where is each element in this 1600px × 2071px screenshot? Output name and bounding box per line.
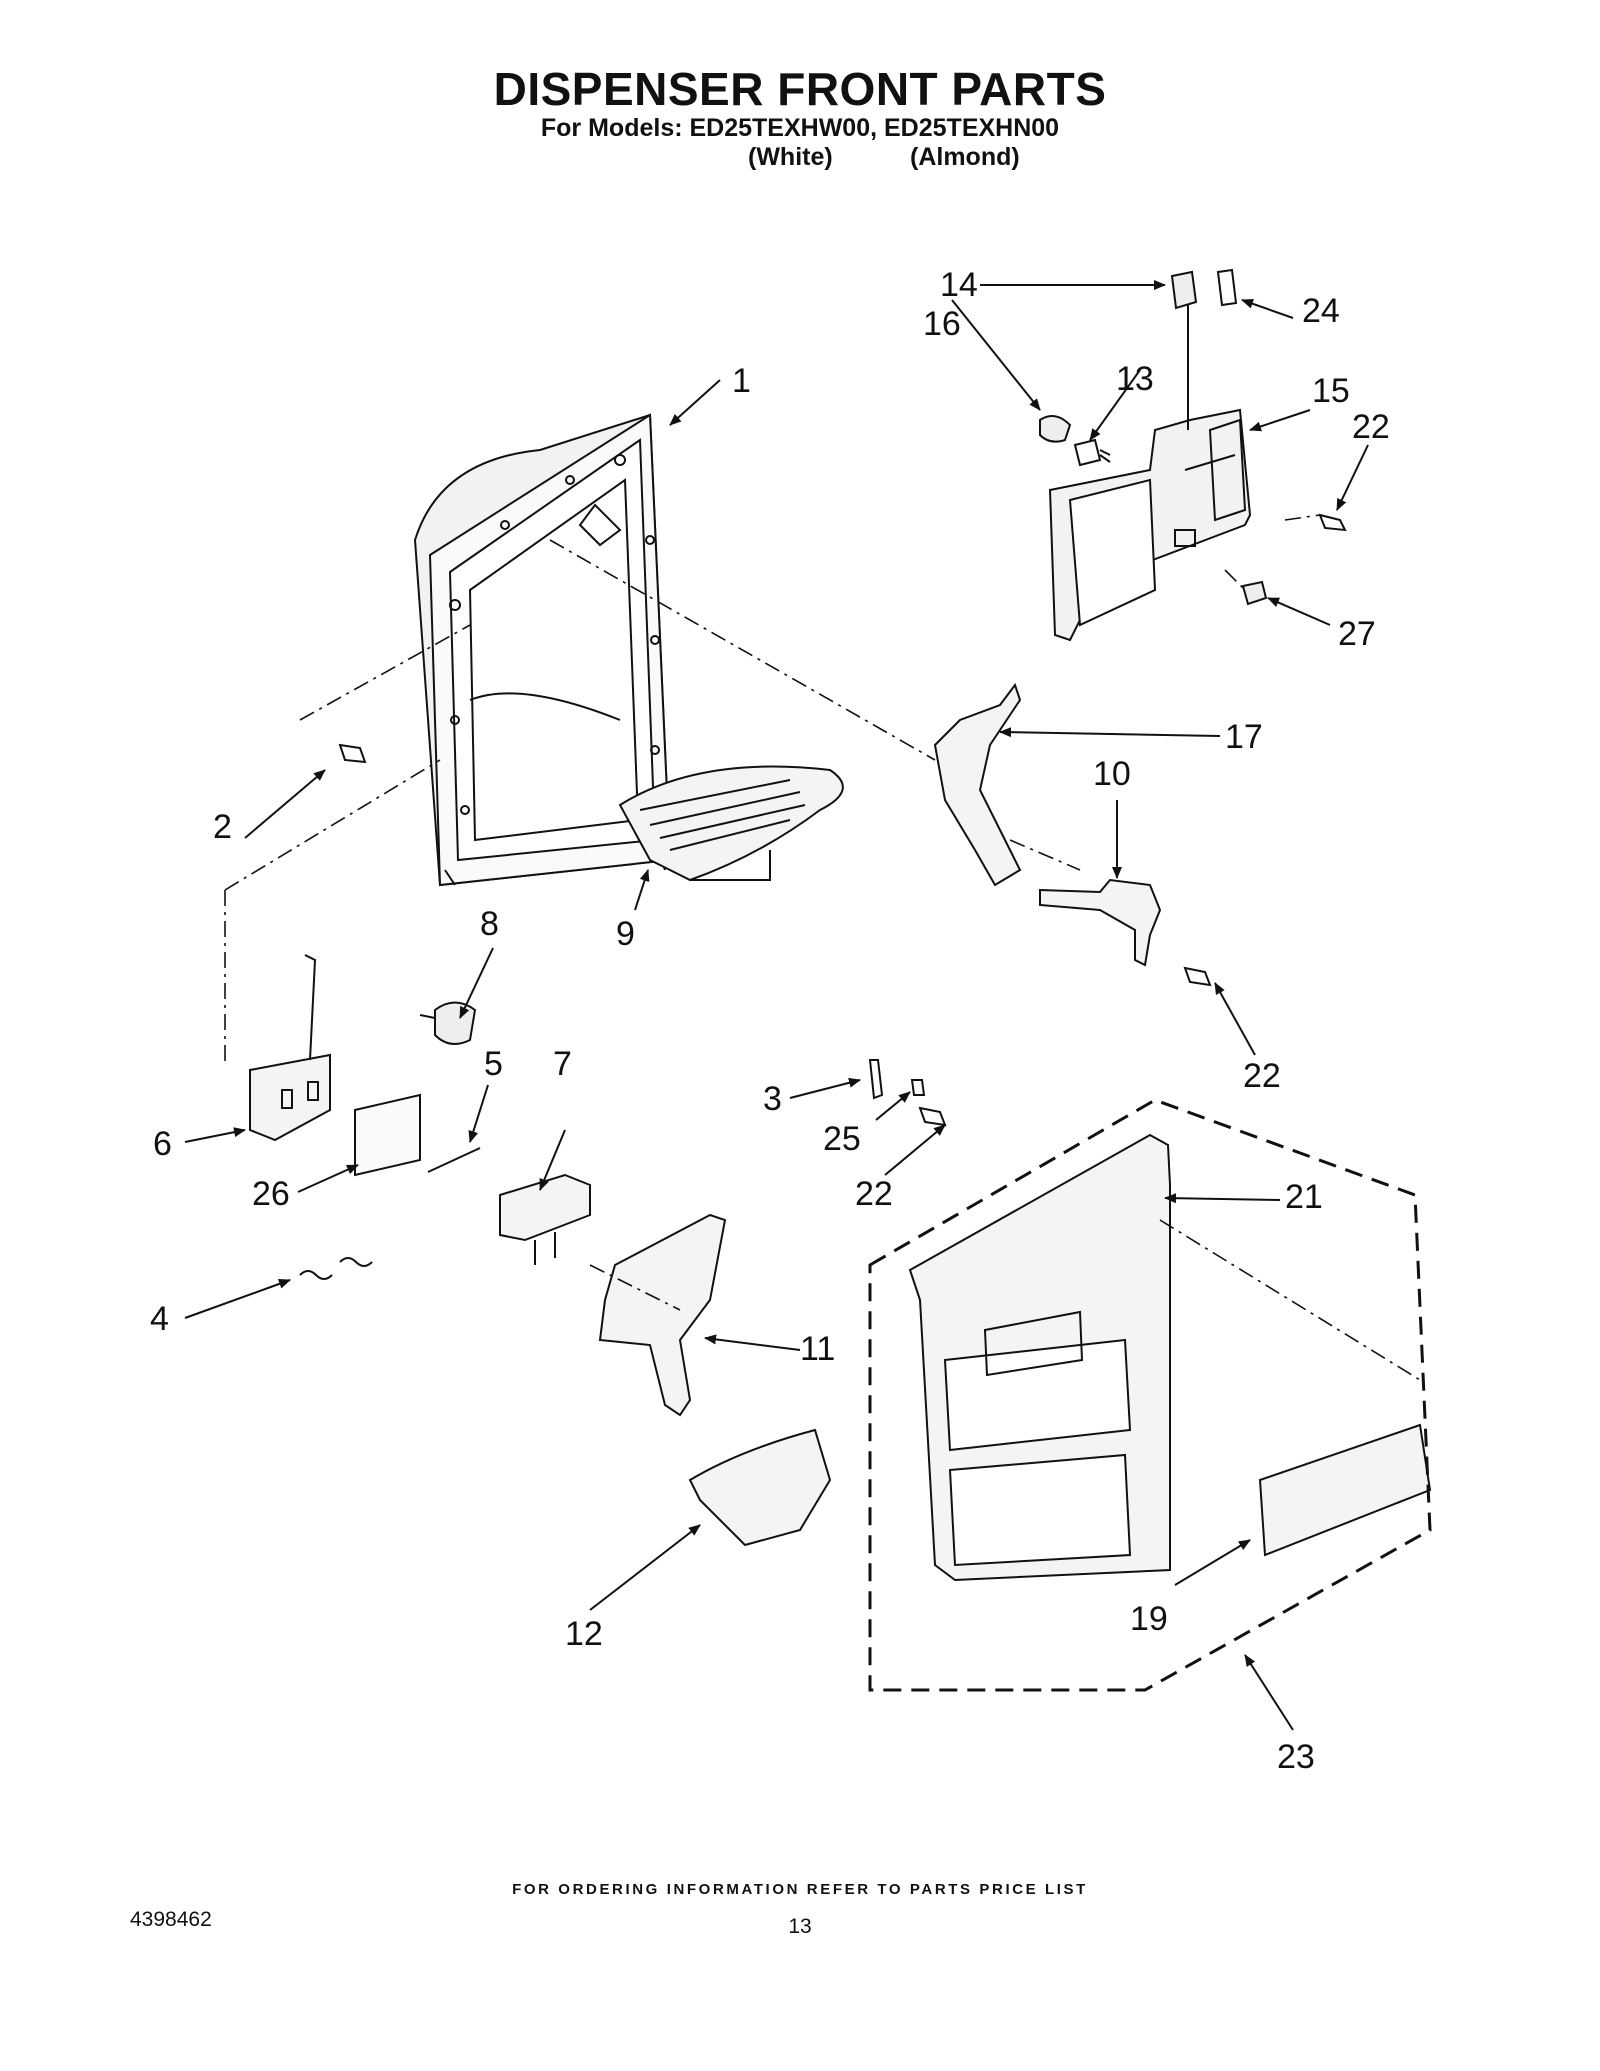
part-15-bracket-housing bbox=[1048, 408, 1252, 642]
part-22-screw-middle bbox=[1183, 966, 1212, 987]
alignment-lines bbox=[224, 514, 1421, 1381]
callout-23: 23 bbox=[1277, 1738, 1315, 1776]
part-17-lever bbox=[933, 682, 1022, 887]
callout-25: 25 bbox=[823, 1120, 861, 1158]
part-25-insulator bbox=[910, 1079, 926, 1096]
part-13-lamp-socket bbox=[1073, 438, 1111, 467]
callout-26: 26 bbox=[252, 1175, 290, 1213]
document-number: 4398462 bbox=[130, 1908, 212, 1931]
part-9-drip-tray-grille bbox=[618, 765, 844, 882]
callout-22-lower: 22 bbox=[855, 1175, 893, 1213]
part-22-screw-lower bbox=[918, 1106, 947, 1127]
callout-11: 11 bbox=[800, 1330, 835, 1368]
callout-14: 14 bbox=[940, 266, 978, 304]
callout-6: 6 bbox=[153, 1125, 172, 1163]
part-11-ice-door-lever bbox=[598, 1213, 727, 1417]
part-27-switch bbox=[1241, 580, 1268, 606]
part-7-solenoid bbox=[499, 1173, 591, 1265]
callout-9: 9 bbox=[616, 915, 635, 953]
part-19-trim-plate bbox=[1258, 1423, 1432, 1557]
variant-almond: (Almond) bbox=[910, 143, 1020, 171]
part-2-screw bbox=[338, 743, 367, 764]
callout-10: 10 bbox=[1093, 755, 1131, 793]
leader-lines bbox=[184, 280, 1369, 1731]
callout-22-middle: 22 bbox=[1243, 1057, 1281, 1095]
callout-15: 15 bbox=[1312, 372, 1350, 410]
callouts: 1 2 3 4 5 6 7 8 9 10 11 12 13 14 15 16 1… bbox=[150, 266, 1390, 1776]
part-8-motor bbox=[419, 1001, 477, 1045]
callout-12: 12 bbox=[565, 1615, 603, 1653]
callout-8: 8 bbox=[480, 905, 499, 943]
part-16-lamp-cover bbox=[1039, 415, 1072, 443]
callout-1: 1 bbox=[732, 362, 751, 400]
part-21-front-panel bbox=[908, 1133, 1171, 1582]
part-10-actuator bbox=[1039, 878, 1162, 967]
callout-3: 3 bbox=[763, 1080, 782, 1118]
part-3-contact bbox=[868, 1059, 884, 1100]
part-6-control-board bbox=[249, 954, 331, 1142]
part-26-pad bbox=[354, 1093, 421, 1177]
part-1-housing bbox=[413, 413, 672, 887]
callout-19: 19 bbox=[1130, 1600, 1168, 1638]
callout-4: 4 bbox=[150, 1300, 169, 1338]
page-number: 13 bbox=[788, 1915, 812, 1938]
ordering-note: FOR ORDERING INFORMATION REFER TO PARTS … bbox=[512, 1881, 1088, 1898]
callout-27: 27 bbox=[1338, 615, 1376, 653]
callout-21: 21 bbox=[1285, 1178, 1323, 1216]
part-4-springs bbox=[299, 1257, 373, 1280]
diagram-title: DISPENSER FRONT PARTS bbox=[493, 63, 1107, 115]
part-23-panel-assembly-outline bbox=[868, 1098, 1432, 1692]
callout-16: 16 bbox=[923, 305, 961, 343]
callout-13: 13 bbox=[1116, 360, 1154, 398]
part-14-switch bbox=[1170, 270, 1198, 430]
callout-24: 24 bbox=[1302, 292, 1340, 330]
models-line: For Models: ED25TEXHW00, ED25TEXHN00 bbox=[540, 114, 1060, 142]
callout-22-upper: 22 bbox=[1352, 408, 1390, 446]
callout-17: 17 bbox=[1225, 718, 1263, 756]
callout-2: 2 bbox=[213, 808, 232, 846]
part-24-insulator bbox=[1216, 268, 1238, 307]
callout-7: 7 bbox=[553, 1045, 572, 1083]
variant-white: (White) bbox=[748, 143, 833, 171]
callout-5: 5 bbox=[484, 1045, 503, 1083]
part-22-screw-upper bbox=[1318, 513, 1347, 532]
part-5-pin bbox=[427, 1147, 481, 1173]
part-12-chute bbox=[688, 1428, 832, 1547]
